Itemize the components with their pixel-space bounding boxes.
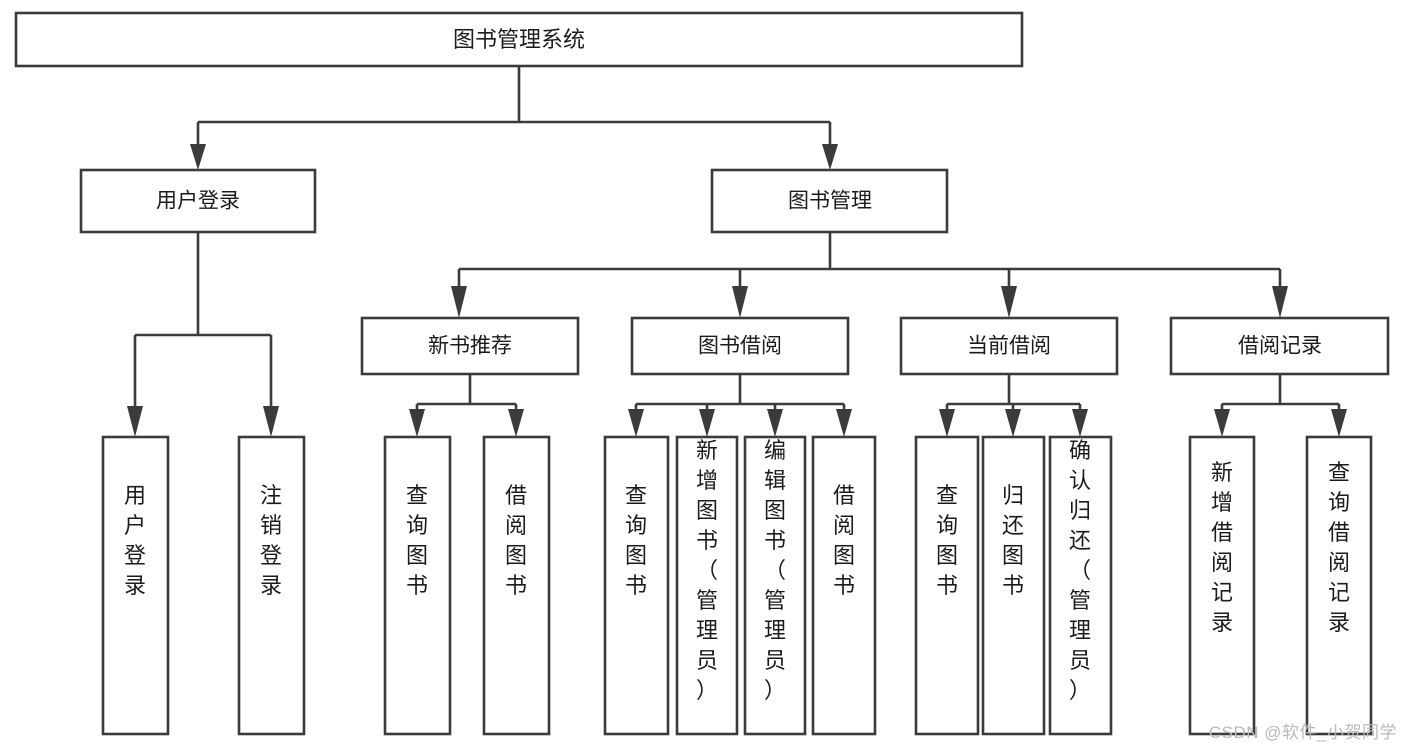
leaf-box-borrow-record-query bbox=[1305, 435, 1373, 736]
node-root-label: 图书管理系统 bbox=[453, 27, 585, 52]
leaf-label-current-borrow-confirm: 确认归还（管理员） bbox=[1069, 438, 1091, 703]
arrow-head-leaf-logout bbox=[263, 406, 279, 437]
arrow-head-user-login bbox=[190, 144, 206, 170]
arrow-head-book-borrow bbox=[732, 286, 748, 318]
connector-root-to-level2 bbox=[190, 66, 838, 170]
arrow-head-new-book bbox=[451, 286, 467, 318]
arrow-head-nb-1 bbox=[508, 409, 524, 437]
node-current-borrow-label: 当前借阅 bbox=[967, 335, 1051, 358]
watermark-credit: CSDN @软件_小贺同学 bbox=[1208, 723, 1397, 742]
leaf-box-current-borrow-query bbox=[914, 435, 980, 736]
node-borrow-record-label: 借阅记录 bbox=[1238, 335, 1322, 358]
leaf-node-new-book-borrow[interactable]: 借阅图书 bbox=[482, 435, 551, 736]
node-borrow-record-box bbox=[1169, 316, 1390, 376]
leaf-label-book-borrow-borrow: 借阅图书 bbox=[833, 483, 855, 598]
connector-book-manage-to-level3 bbox=[451, 232, 1288, 318]
arrow-head-bb-1 bbox=[699, 409, 715, 437]
leaf-label-current-borrow-query: 查询图书 bbox=[936, 483, 958, 598]
leaf-node-book-borrow-borrow[interactable]: 借阅图书 bbox=[811, 435, 877, 736]
leaf-label-new-book-query: 查询图书 bbox=[406, 483, 428, 598]
node-new-book-recommend[interactable]: 新书推荐 bbox=[360, 316, 580, 376]
leaf-box-book-borrow-query bbox=[603, 435, 670, 736]
leaf-node-book-borrow-query[interactable]: 查询图书 bbox=[603, 435, 670, 736]
node-root-box bbox=[14, 11, 1024, 68]
arrow-head-current-borrow bbox=[1001, 286, 1017, 318]
leaf-node-current-borrow-confirm[interactable]: 确认归还（管理员） bbox=[1048, 435, 1113, 736]
connector-borrow-record-to-leaves bbox=[1214, 374, 1347, 437]
node-borrow-record[interactable]: 借阅记录 bbox=[1169, 316, 1390, 376]
leaf-box-user-login-login bbox=[101, 435, 170, 736]
arrow-head-br-1 bbox=[1331, 409, 1347, 437]
leaf-label-user-login-login: 用户登录 bbox=[124, 483, 146, 598]
node-book-manage-label: 图书管理 bbox=[788, 190, 872, 213]
arrow-head-cb-0 bbox=[939, 409, 955, 437]
node-current-borrow-box bbox=[899, 316, 1119, 376]
connector-new-book-to-leaves bbox=[409, 374, 524, 437]
leaf-node-book-borrow-add[interactable]: 新增图书（管理员） bbox=[675, 435, 739, 736]
leaf-node-user-login-logout[interactable]: 注销登录 bbox=[237, 435, 306, 736]
arrow-head-leaf-user-login bbox=[127, 406, 143, 437]
leaf-box-new-book-borrow bbox=[482, 435, 551, 736]
node-book-borrow[interactable]: 图书借阅 bbox=[630, 316, 850, 376]
arrow-head-book-manage bbox=[822, 144, 838, 170]
arrow-head-nb-0 bbox=[409, 409, 425, 437]
arrow-head-bb-3 bbox=[836, 409, 852, 437]
node-user-login-label: 用户登录 bbox=[156, 190, 240, 213]
arrow-head-cb-2 bbox=[1072, 409, 1088, 437]
node-user-login-box bbox=[79, 168, 317, 234]
node-new-book-recommend-label: 新书推荐 bbox=[428, 335, 512, 358]
node-user-login[interactable]: 用户登录 bbox=[79, 168, 317, 234]
node-current-borrow[interactable]: 当前借阅 bbox=[899, 316, 1119, 376]
arrow-head-br-0 bbox=[1214, 409, 1230, 437]
leaf-label-current-borrow-return: 归还图书 bbox=[1002, 483, 1024, 598]
connector-user-login-to-leaves bbox=[127, 232, 279, 437]
leaf-node-book-borrow-edit[interactable]: 编辑图书（管理员） bbox=[743, 435, 807, 736]
node-new-book-recommend-box bbox=[360, 316, 580, 376]
node-book-manage-box bbox=[710, 168, 949, 234]
node-root-system[interactable]: 图书管理系统 bbox=[14, 11, 1024, 68]
leaf-node-current-borrow-return[interactable]: 归还图书 bbox=[981, 435, 1046, 736]
leaf-label-book-borrow-query: 查询图书 bbox=[625, 483, 647, 598]
leaf-node-current-borrow-query[interactable]: 查询图书 bbox=[914, 435, 980, 736]
leaf-box-borrow-record-add bbox=[1188, 435, 1256, 736]
leaf-box-user-login-logout bbox=[237, 435, 306, 736]
leaf-box-book-borrow-borrow bbox=[811, 435, 877, 736]
leaf-label-book-borrow-add: 新增图书（管理员） bbox=[696, 438, 718, 703]
leaf-label-borrow-record-query: 查询借阅记录 bbox=[1328, 460, 1350, 635]
leaf-label-borrow-record-add: 新增借阅记录 bbox=[1211, 460, 1233, 635]
connector-current-borrow-to-leaves bbox=[939, 374, 1088, 437]
node-book-borrow-label: 图书借阅 bbox=[698, 335, 782, 358]
leaf-label-book-borrow-edit: 编辑图书（管理员） bbox=[764, 438, 786, 703]
leaf-label-user-login-logout: 注销登录 bbox=[260, 483, 282, 598]
connector-book-borrow-to-leaves bbox=[628, 374, 852, 437]
arrow-head-cb-1 bbox=[1005, 409, 1021, 437]
arrow-head-bb-0 bbox=[628, 409, 644, 437]
leaf-node-new-book-query[interactable]: 查询图书 bbox=[383, 435, 452, 736]
leaf-box-book-borrow-edit bbox=[743, 435, 807, 736]
leaf-node-borrow-record-add[interactable]: 新增借阅记录 bbox=[1188, 435, 1256, 736]
node-book-borrow-box bbox=[630, 316, 850, 376]
node-book-manage[interactable]: 图书管理 bbox=[710, 168, 949, 234]
leaf-label-new-book-borrow: 借阅图书 bbox=[505, 483, 527, 598]
leaf-box-current-borrow-return bbox=[981, 435, 1046, 736]
leaf-box-current-borrow-confirm bbox=[1048, 435, 1113, 736]
arrow-head-bb-2 bbox=[767, 409, 783, 437]
leaf-node-user-login-login[interactable]: 用户登录 bbox=[101, 435, 170, 736]
leaf-box-book-borrow-add bbox=[675, 435, 739, 736]
leaf-node-borrow-record-query[interactable]: 查询借阅记录 bbox=[1305, 435, 1373, 736]
arrow-head-borrow-record bbox=[1272, 286, 1288, 318]
leaf-box-new-book-query bbox=[383, 435, 452, 736]
